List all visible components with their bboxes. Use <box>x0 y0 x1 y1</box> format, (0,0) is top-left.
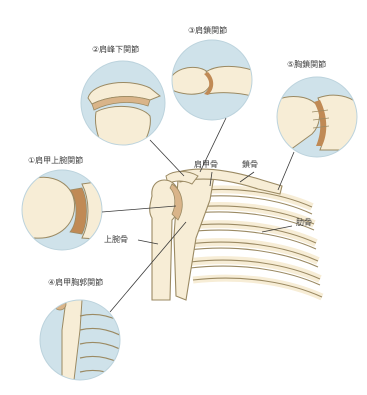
zoom-circle-2 <box>81 61 165 150</box>
zoom-circle-1 <box>10 170 110 250</box>
label-sternoclavicular-joint: ⑤胸鎖関節 <box>287 60 326 70</box>
zoom-circle-4 <box>276 77 360 157</box>
label-humerus: 上腕骨 <box>104 235 128 245</box>
label-acromioclavicular-joint: ③肩鎖関節 <box>188 26 227 36</box>
zoom-circle-3 <box>172 40 252 120</box>
label-clavicle: 鎖骨 <box>242 160 258 170</box>
label-rib: 肋骨 <box>296 218 312 228</box>
label-subacromial-joint: ②肩峰下関節 <box>92 45 139 55</box>
label-scapula: 肩甲骨 <box>194 160 218 170</box>
zoom-circle-5 <box>40 298 122 380</box>
label-glenohumeral-joint: ①肩甲上腕関節 <box>28 156 83 166</box>
label-scapulothoracic-joint: ④肩甲胸郭関節 <box>48 278 103 288</box>
